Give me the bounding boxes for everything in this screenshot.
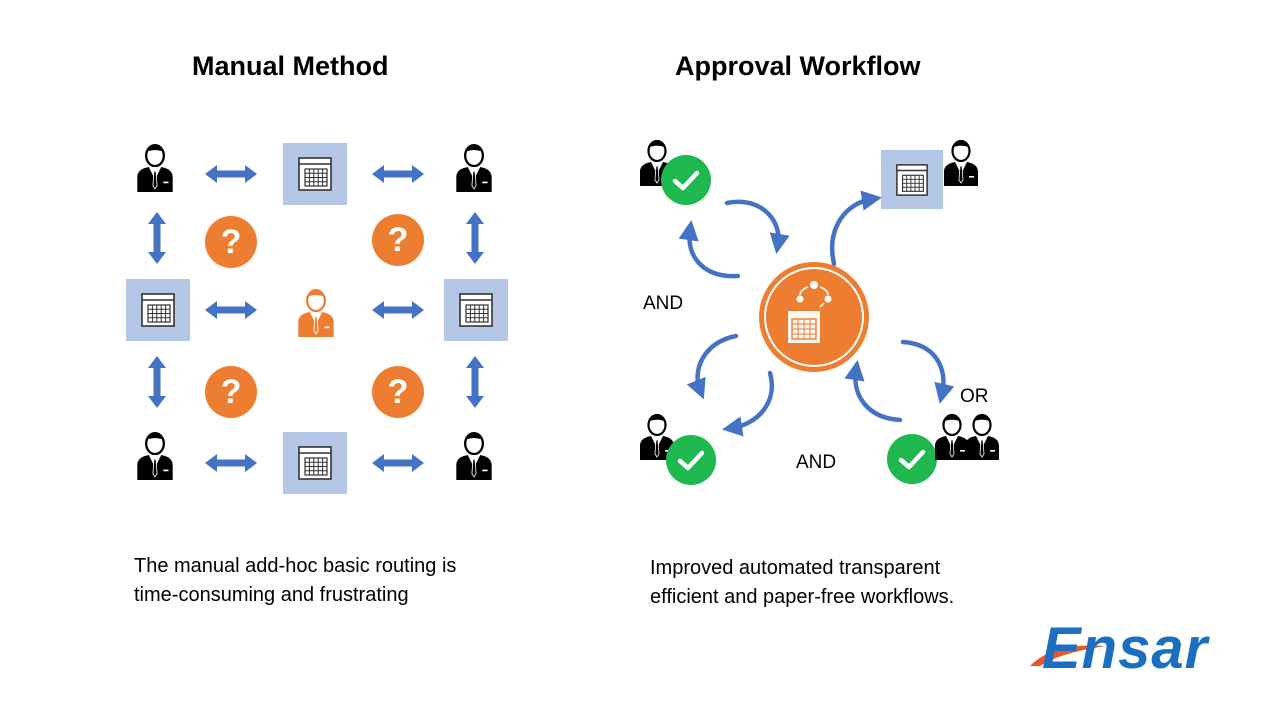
approval-workflow-caption: Improved automated transparent efficient…	[650, 554, 954, 612]
caption-line: The manual add-hoc basic routing is	[134, 555, 457, 577]
caption-line: efficient and paper-free workflows.	[650, 586, 955, 608]
document-icon	[444, 279, 508, 341]
and-label: AND	[643, 293, 684, 314]
approved-check-icon	[666, 435, 716, 485]
recipient-person-icon	[942, 139, 980, 186]
document-icon	[126, 279, 190, 341]
curved-arrow-icon	[721, 370, 774, 437]
approver-group-person-icon	[963, 413, 1001, 460]
curved-arrow-icon	[900, 339, 955, 404]
document-icon	[283, 143, 347, 205]
approved-check-icon	[887, 434, 937, 484]
curved-arrow-icon	[724, 199, 790, 254]
approved-check-icon	[661, 155, 711, 205]
question-mark-icon: ?	[205, 216, 257, 268]
or-label: OR	[960, 386, 989, 407]
logo-swoosh-icon	[1030, 645, 1106, 666]
manual-method-caption: The manual add-hoc basic routing is time…	[134, 552, 456, 610]
document-icon	[283, 432, 347, 494]
caption-line: Improved automated transparent	[650, 557, 941, 579]
caption-line: time-consuming and frustrating	[134, 584, 409, 606]
curved-arrow-icon	[844, 359, 903, 423]
manual-method-title: Manual Method	[192, 51, 389, 81]
approval-workflow-title: Approval Workflow	[675, 51, 921, 81]
workflow-hub-icon	[759, 262, 869, 372]
curved-arrow-icon	[830, 190, 883, 267]
question-mark-icon: ?	[372, 366, 424, 418]
and-label: AND	[796, 452, 837, 473]
logo-text: Ensar	[1042, 616, 1209, 681]
question-mark-icon: ?	[205, 366, 257, 418]
curved-arrow-icon	[678, 219, 741, 279]
document-icon	[881, 150, 943, 209]
curved-arrow-icon	[686, 333, 739, 400]
ensar-logo: Ensar	[1028, 618, 1232, 680]
question-mark-icon: ?	[372, 214, 424, 266]
